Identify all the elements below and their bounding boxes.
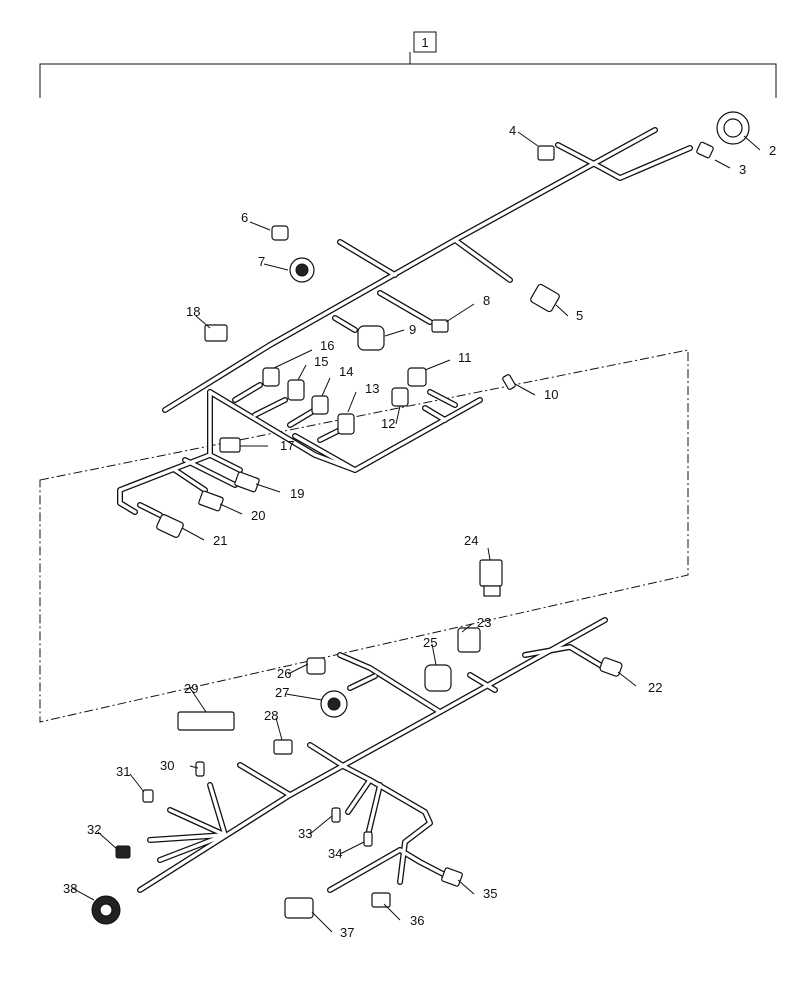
callout-36: 36 (410, 913, 424, 928)
terminal-34 (363, 831, 373, 847)
connector-32 (115, 845, 131, 859)
callout-13: 13 (365, 381, 379, 396)
callout-32: 32 (87, 822, 101, 837)
connector-25 (424, 664, 452, 692)
leader-lines (71, 131, 761, 933)
bracket-29 (177, 711, 235, 731)
callout-25: 25 (423, 635, 437, 650)
callout-26: 26 (277, 666, 291, 681)
sub-harness-boundary (39, 349, 689, 723)
connector-20 (198, 490, 224, 512)
connector-10 (502, 374, 516, 390)
callout-22: 22 (648, 680, 662, 695)
callout-37: 37 (340, 925, 354, 940)
callout-34: 34 (328, 846, 342, 861)
connector-11 (407, 367, 427, 387)
callout-23: 23 (477, 615, 491, 630)
connector-6 (271, 225, 289, 241)
callout-labels: 2345678910111213141516171819202122232425… (63, 123, 776, 940)
callout-28: 28 (264, 708, 278, 723)
connector-4 (537, 145, 555, 161)
callout-30: 30 (160, 758, 174, 773)
callout-21: 21 (213, 533, 227, 548)
connector-35 (441, 867, 463, 887)
callout-31: 31 (116, 764, 130, 779)
connector-23 (457, 627, 481, 653)
callout-11: 11 (458, 350, 472, 365)
callout-9: 9 (409, 322, 416, 337)
connector-21 (156, 514, 184, 538)
connector-26 (306, 657, 326, 675)
terminal-31 (142, 789, 154, 803)
connector-2 (716, 111, 750, 145)
connector-38 (91, 895, 121, 925)
terminal-30 (195, 761, 205, 777)
connector-8 (431, 319, 449, 333)
callout-8: 8 (483, 293, 490, 308)
callout-29: 29 (184, 681, 198, 696)
assembly-bracket: 1 (39, 31, 777, 98)
callout-17: 17 (280, 438, 294, 453)
callout-10: 10 (544, 387, 558, 402)
connector-7 (289, 257, 315, 283)
callout-27: 27 (275, 685, 289, 700)
connector-15 (287, 379, 305, 401)
connector-12 (391, 387, 409, 407)
connector-3 (696, 141, 714, 159)
connectors (91, 111, 750, 925)
callout-14: 14 (339, 364, 353, 379)
connector-9 (357, 325, 385, 351)
connector-16 (262, 367, 280, 387)
callout-4: 4 (509, 123, 516, 138)
connector-27 (320, 690, 348, 718)
callout-3: 3 (739, 162, 746, 177)
connector-18 (204, 324, 228, 342)
callout-16: 16 (320, 338, 334, 353)
assembly-callout-1: 1 (421, 35, 428, 50)
callout-33: 33 (298, 826, 312, 841)
connector-17 (219, 437, 241, 453)
terminal-33 (331, 807, 341, 823)
callout-15: 15 (314, 354, 328, 369)
callout-35: 35 (483, 886, 497, 901)
callout-5: 5 (576, 308, 583, 323)
connector-28 (273, 739, 293, 755)
connector-14 (311, 395, 329, 415)
callout-38: 38 (63, 881, 77, 896)
callout-6: 6 (241, 210, 248, 225)
connector-5 (530, 283, 560, 313)
callout-24: 24 (464, 533, 478, 548)
connector-37 (284, 897, 314, 919)
connector-36 (371, 892, 391, 908)
connector-22 (599, 657, 623, 677)
callout-20: 20 (251, 508, 265, 523)
callout-18: 18 (186, 304, 200, 319)
callout-7: 7 (258, 254, 265, 269)
callout-19: 19 (290, 486, 304, 501)
connector-13 (337, 413, 355, 435)
callout-12: 12 (381, 416, 395, 431)
harness-wires (117, 127, 693, 893)
relay-24 (479, 559, 503, 597)
callout-2: 2 (769, 143, 776, 158)
connector-19 (234, 471, 260, 493)
